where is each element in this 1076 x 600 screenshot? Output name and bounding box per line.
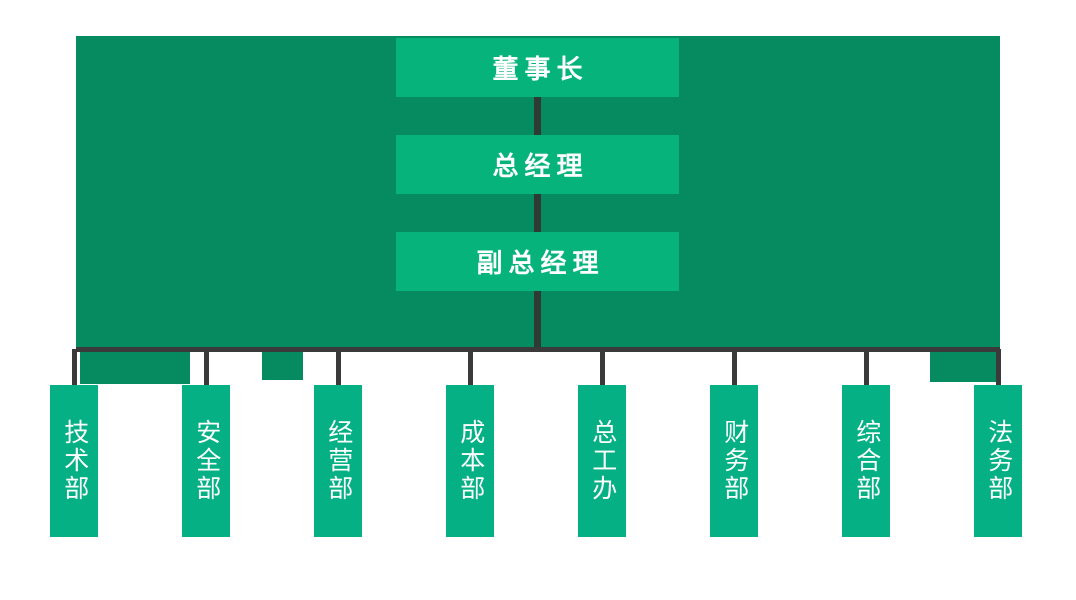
node-department-operations[interactable]: 经营部: [314, 385, 362, 537]
node-chairman[interactable]: 董事长: [396, 38, 679, 97]
node-department-finance[interactable]: 财务部: [710, 385, 758, 537]
node-department-general-affairs[interactable]: 综合部: [842, 385, 890, 537]
panel-footer-block-middle: [262, 348, 303, 380]
connector-chairman-to-gm: [534, 97, 541, 136]
panel-footer-block-right: [930, 348, 1000, 382]
node-department-technology[interactable]: 技术部: [50, 385, 98, 537]
panel-footer-block-left: [80, 348, 190, 384]
node-general-manager[interactable]: 总经理: [396, 135, 679, 194]
connector-gm-to-deputy-gm: [534, 194, 541, 233]
connector-deputy-gm-to-bus: [534, 290, 541, 348]
node-department-legal[interactable]: 法务部: [974, 385, 1022, 537]
department-distribution-bar: [76, 347, 1000, 352]
connector-to-department-7: [864, 349, 869, 387]
connector-to-department-8: [996, 349, 1001, 387]
connector-to-department-4: [468, 349, 473, 387]
connector-to-department-2: [204, 349, 209, 387]
node-department-cost[interactable]: 成本部: [446, 385, 494, 537]
connector-to-department-1: [72, 349, 77, 387]
node-deputy-general-manager[interactable]: 副总经理: [396, 232, 679, 291]
node-department-chief-engineer-office[interactable]: 总工办: [578, 385, 626, 537]
connector-to-department-5: [600, 349, 605, 387]
connector-to-department-6: [732, 349, 737, 387]
connector-to-department-3: [336, 349, 341, 387]
node-department-safety[interactable]: 安全部: [182, 385, 230, 537]
